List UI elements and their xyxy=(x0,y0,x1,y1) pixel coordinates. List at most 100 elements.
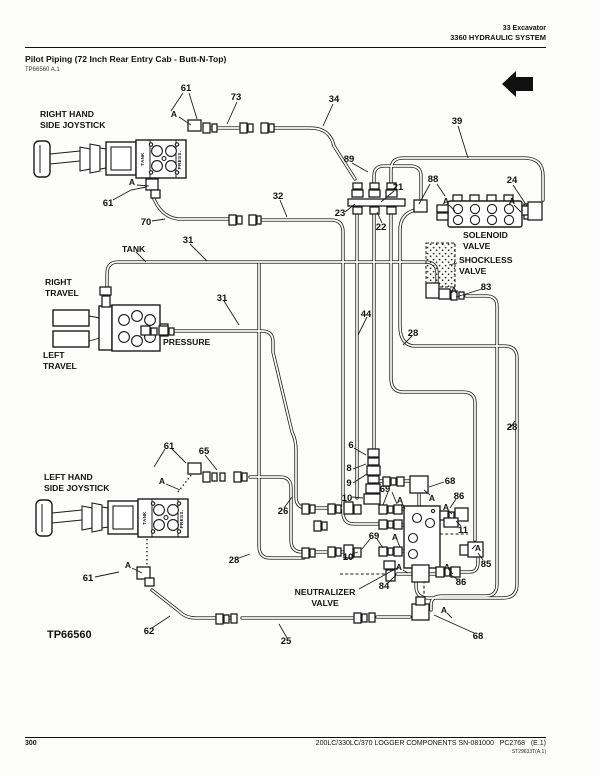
label-shockless-valve: SHOCKLESS xyxy=(459,255,513,265)
ref-letter-a: A xyxy=(443,196,449,206)
fitting xyxy=(366,484,380,493)
callout-85: 85 xyxy=(481,559,492,570)
callout-69: 69 xyxy=(369,531,380,542)
fitting xyxy=(426,283,439,298)
label-right-hand-side-joystick: SIDE JOYSTICK xyxy=(40,120,106,130)
fitting xyxy=(212,124,217,132)
fitting xyxy=(314,521,321,531)
fitting xyxy=(234,472,241,482)
callout-68: 68 xyxy=(473,631,484,642)
callout-34: 34 xyxy=(329,94,340,105)
ref-letter-a: A xyxy=(475,543,481,553)
label-neutralizer-valve: NEUTRALIZER xyxy=(295,587,356,597)
callout-84: 84 xyxy=(379,581,390,592)
fitting xyxy=(362,614,367,622)
label-right-travel: RIGHT xyxy=(45,277,72,287)
fitting xyxy=(412,565,429,582)
fitting xyxy=(242,473,247,481)
fitting xyxy=(240,123,247,133)
fitting xyxy=(410,476,428,493)
fitting xyxy=(203,472,210,482)
callout-9: 9 xyxy=(346,478,351,489)
label-figure-code: TP66560 xyxy=(47,629,92,641)
fitting xyxy=(220,473,225,481)
footer-rule xyxy=(25,737,546,738)
ref-letter-a: A xyxy=(443,502,449,512)
fitting xyxy=(145,578,154,586)
fitting xyxy=(353,183,362,189)
fitting xyxy=(169,328,174,335)
fitting xyxy=(369,613,375,622)
port-label-press: PRESS. xyxy=(179,510,184,529)
fitting xyxy=(394,520,402,529)
fitting xyxy=(354,505,361,514)
fitting xyxy=(387,207,396,214)
fitting xyxy=(394,505,402,514)
fitting xyxy=(436,567,444,577)
fitting xyxy=(146,179,158,190)
callout-39: 39 xyxy=(452,116,463,127)
fitting xyxy=(444,518,458,527)
callout-22: 22 xyxy=(376,222,387,233)
fitting xyxy=(249,215,256,225)
callout-61: 61 xyxy=(181,83,192,94)
fitting xyxy=(528,202,542,220)
label-left-hand-side-joystick: LEFT HAND xyxy=(44,472,93,482)
label-left-travel: TRAVEL xyxy=(43,361,77,371)
fitting xyxy=(416,597,425,605)
callout-28: 28 xyxy=(229,555,240,566)
callout-32: 32 xyxy=(273,191,284,202)
fitting xyxy=(370,183,379,189)
fitting xyxy=(388,521,393,528)
fitting xyxy=(397,477,404,486)
fitting xyxy=(159,326,168,335)
ref-letter-a: A xyxy=(429,493,435,503)
fitting xyxy=(237,216,242,224)
callout-25: 25 xyxy=(281,636,292,647)
fitting xyxy=(391,478,396,485)
ref-letter-a: A xyxy=(159,476,165,486)
label-neutralizer-valve: VALVE xyxy=(311,598,339,608)
fitting xyxy=(188,120,201,131)
label-left-travel: LEFT xyxy=(43,350,65,360)
label-solenoid-valve: SOLENOID xyxy=(463,230,508,240)
fitting xyxy=(437,213,448,220)
footer-art-code: ST29633T(A.1) xyxy=(512,749,546,755)
fitting xyxy=(412,604,429,620)
fitting xyxy=(388,548,393,555)
neutralizer-valve-block xyxy=(404,506,440,568)
prev-page-arrow-icon[interactable] xyxy=(502,71,533,97)
fitting xyxy=(302,504,309,514)
callout-23: 23 xyxy=(335,208,346,219)
callout-83: 83 xyxy=(481,282,492,293)
fitting xyxy=(451,567,460,577)
ref-letter-a: A xyxy=(392,532,398,542)
left-hand-joystick xyxy=(36,499,188,537)
ref-letter-a: A xyxy=(396,562,402,572)
port-label-press: PRESS. xyxy=(177,151,182,170)
port-label-tank: TANK xyxy=(140,152,145,166)
fitting xyxy=(248,124,253,132)
fitting xyxy=(188,463,201,474)
fitting xyxy=(310,505,315,513)
label-pressure-line: PRESSURE xyxy=(163,337,211,347)
fitting xyxy=(322,522,327,530)
pilot-manifold-bar xyxy=(348,199,405,206)
fitting xyxy=(384,561,395,569)
fitting xyxy=(216,614,223,624)
fitting xyxy=(388,506,393,513)
callout-31: 31 xyxy=(183,235,194,246)
callout-61: 61 xyxy=(164,441,175,452)
callout-68: 68 xyxy=(445,476,456,487)
ref-letter-a: A xyxy=(397,495,403,505)
fitting xyxy=(261,123,268,133)
callout-26: 26 xyxy=(278,506,289,517)
ref-letter-a: A xyxy=(509,196,515,206)
callout-28: 28 xyxy=(507,422,518,433)
fitting xyxy=(151,328,157,335)
fitting xyxy=(257,216,261,224)
callout-69: 69 xyxy=(380,484,391,495)
label-right-hand-side-joystick: RIGHT HAND xyxy=(40,109,94,119)
fitting xyxy=(100,287,111,295)
fitting xyxy=(231,614,237,623)
